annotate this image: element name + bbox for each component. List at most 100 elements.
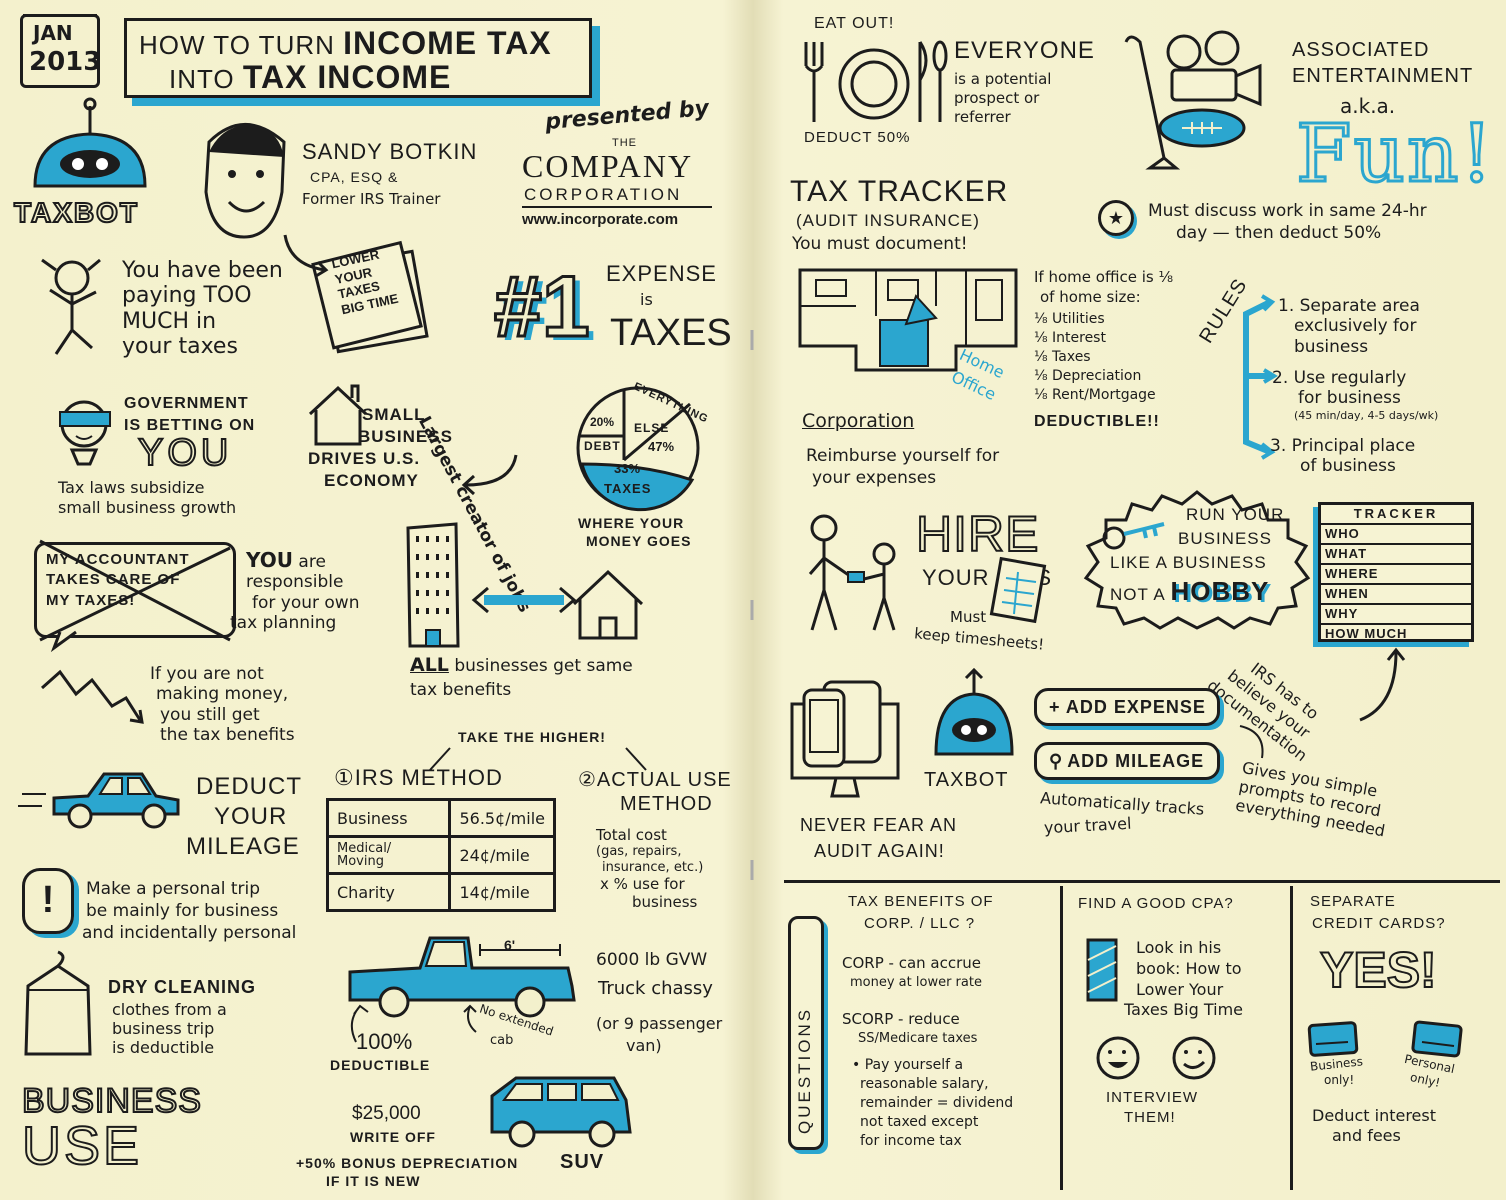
- title-line2: INTO TAX INCOME: [169, 59, 452, 95]
- taxbot-robot-icon: [33, 97, 147, 188]
- small-business: SMALL BUSINESS DRIVES U.S. ECONOMY: [308, 405, 453, 491]
- tax-tracker-doc: You must document!: [792, 234, 968, 254]
- smiley-faces-icon: [1096, 1036, 1216, 1080]
- q2-interview2: THEM!: [1124, 1109, 1176, 1126]
- date-badge: JAN 2013: [20, 14, 102, 88]
- ent-l1: ASSOCIATED: [1292, 39, 1430, 61]
- corp-title: Corporation: [802, 410, 915, 432]
- gov-sub1: Tax laws subsidize: [58, 478, 205, 497]
- prompt-curve: [1239, 725, 1264, 759]
- expense-is: is: [640, 290, 653, 309]
- q1-corp1: CORP - can accrue: [842, 954, 981, 972]
- q1-title1: TAX BENEFITS OF: [848, 893, 994, 910]
- suv-bonus2: IF IT IS NEW: [326, 1173, 421, 1189]
- gov-sub2: small business growth: [58, 498, 237, 517]
- plate-cutlery-icon: [804, 40, 948, 122]
- suv-label: SUV: [560, 1151, 605, 1173]
- arrow-up-to-tracker: [1359, 647, 1406, 722]
- auto-tracks-2: your travel: [1043, 813, 1132, 838]
- business-use-l1: BUSINESS: [21, 1082, 202, 1120]
- q1-scorp1: SCORP - reduce: [842, 1010, 960, 1028]
- suv-bonus1: +50% BONUS DEPRECIATION: [296, 1155, 519, 1171]
- gov-l2: IS BETTING ON: [124, 417, 256, 434]
- floor-plan-icon: [798, 268, 1018, 372]
- tracker-row: WHERE: [1321, 565, 1471, 585]
- hire-keep: keep timesheets!: [913, 624, 1045, 654]
- presented-by: presented by: [544, 95, 710, 136]
- q3-title1: SEPARATE: [1310, 893, 1396, 910]
- actual-use-detail: Total cost (gas, repairs, insurance, etc…: [596, 826, 704, 912]
- ent-aka: a.k.a.: [1340, 94, 1396, 118]
- corp-l2: your expenses: [812, 468, 937, 488]
- tracker-row: WHAT: [1321, 545, 1471, 565]
- tracker-row: WHY: [1321, 605, 1471, 625]
- q3-biz2: only!: [1324, 1073, 1355, 1087]
- arrow-to-book: [283, 234, 329, 278]
- add-expense-button[interactable]: + ADD EXPENSE: [1034, 688, 1220, 726]
- tax-tracker-sub: (AUDIT INSURANCE): [796, 211, 980, 230]
- home-office-intro1: If home office is ⅛: [1034, 268, 1173, 286]
- q1-title2: CORP. / LLC ?: [864, 915, 976, 932]
- speaker-cred1: CPA, ESQ &: [310, 169, 399, 185]
- company-url: www.incorporate.com: [522, 211, 679, 228]
- q3-yes: YES!: [1319, 942, 1438, 998]
- add-mileage-button[interactable]: ⚲ADD MILEAGE: [1034, 742, 1220, 780]
- take-higher-lines: [429, 747, 647, 771]
- accountant-bubble: [34, 542, 236, 638]
- q2-interview1: INTERVIEW: [1106, 1089, 1199, 1106]
- star-icon: ★: [1098, 200, 1134, 236]
- q3-deduct2: and fees: [1332, 1126, 1401, 1145]
- rules-bracket: [1243, 294, 1278, 460]
- tracker-row: WHO: [1321, 525, 1471, 545]
- run-l2: BUSINESS: [1178, 529, 1272, 548]
- q3-title2: CREDIT CARDS?: [1312, 915, 1446, 932]
- down-trend-icon: [41, 669, 144, 724]
- pie-else: ELSE: [634, 421, 670, 435]
- all-businesses-l2: tax benefits: [410, 680, 512, 700]
- truck-bed-length: 6': [504, 937, 516, 953]
- questions-divider-2: [1290, 886, 1293, 1190]
- suv-amount: $25,000: [352, 1103, 421, 1124]
- mileage-word: MILEAGE: [186, 833, 300, 860]
- q3-deduct1: Deduct interest: [1312, 1106, 1436, 1125]
- q3-per2: only!: [1408, 1070, 1442, 1090]
- book-icon: [311, 240, 429, 354]
- truck-or: (or 9 passenger: [596, 1014, 723, 1033]
- dry-title: DRY CLEANING: [108, 977, 257, 997]
- truck-cab: cab: [490, 1033, 514, 1048]
- truck-van: van): [626, 1036, 662, 1055]
- mileage-deduct: DEDUCT: [196, 773, 302, 800]
- irs-method: ①IRS METHOD: [334, 765, 503, 790]
- run-l4: NOT A HOBBY: [1110, 576, 1270, 606]
- hire-must: Must: [950, 608, 987, 626]
- q1-pay: • Pay yourself a reasonable salary, rema…: [852, 1057, 1014, 1149]
- title-banner: HOW TO TURN INCOME TAX INTO TAX INCOME: [124, 18, 592, 98]
- accountant-strike: [39, 539, 231, 653]
- tracker-card: TRACKER WHO WHAT WHERE WHEN WHY HOW MUCH: [1318, 502, 1474, 642]
- pie-taxes: TAXES: [604, 481, 652, 496]
- pie-caption2: MONEY GOES: [586, 533, 692, 549]
- company-name: COMPANY: [522, 148, 694, 184]
- ent-fun: Fun!: [1295, 107, 1495, 200]
- pie-debt: DEBT: [584, 439, 621, 453]
- truck-gvw: 6000 lb GVW: [596, 950, 708, 970]
- money-pie-chart: [576, 386, 700, 512]
- q1-scorp2: SS/Medicare taxes: [858, 1031, 978, 1046]
- title-line1: HOW TO TURN INCOME TAX: [139, 25, 552, 61]
- cpa-book-icon: [1086, 938, 1118, 1002]
- pie-p20: 20%: [590, 415, 615, 429]
- blindfold-person-icon: [59, 400, 111, 466]
- q3-biz1: Business: [1309, 1054, 1364, 1074]
- truck-arrows: [350, 1004, 477, 1043]
- hire-word: HIRE: [915, 506, 1040, 562]
- questions-label-box: [788, 916, 824, 1150]
- date-year: 2013: [29, 47, 102, 77]
- not-making-money: If you are not making money, you still g…: [150, 664, 295, 746]
